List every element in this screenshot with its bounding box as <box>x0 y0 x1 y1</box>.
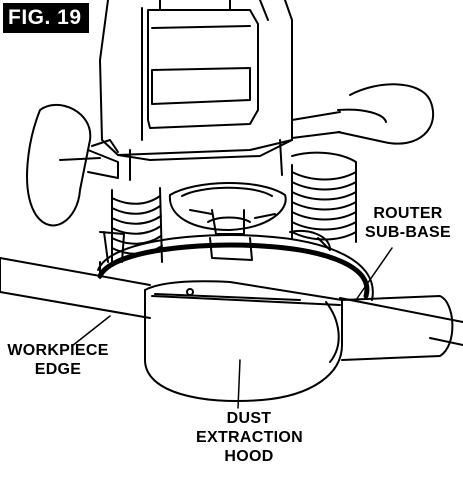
callout-leaders <box>71 247 393 409</box>
dust-extraction-hood-label: DUST EXTRACTION HOOD <box>196 410 303 465</box>
dust-extraction-hood <box>144 280 454 403</box>
left-handle <box>26 104 119 227</box>
router-sub-base-ring <box>97 230 374 301</box>
motor-housing <box>99 0 293 181</box>
collet-assembly <box>168 182 287 261</box>
figure-label: FIG. 19 <box>3 3 89 33</box>
router-sub-base-label: ROUTER SUB-BASE <box>365 205 451 241</box>
right-thread-column <box>291 151 357 243</box>
right-handle <box>291 83 435 145</box>
workpiece-edge-label: WORKPIECE EDGE <box>7 342 109 378</box>
workpiece-edge-lines <box>0 257 463 346</box>
